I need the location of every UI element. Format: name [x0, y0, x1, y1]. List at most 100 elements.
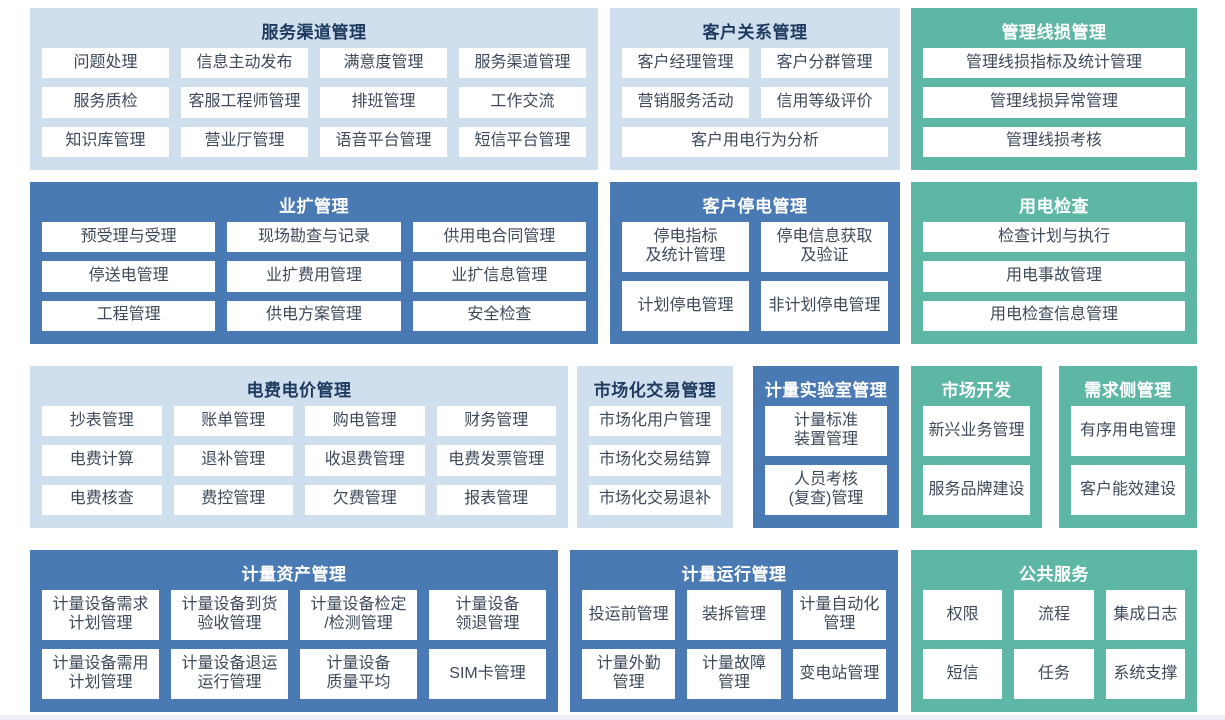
- item-row: 知识库管理营业厅管理语音平台管理短信平台管理: [42, 126, 586, 157]
- panel-customer-relationship-management: 客户关系管理客户经理管理客户分群管理营销服务活动信用等级评价客户用电行为分析: [610, 8, 900, 170]
- module-item: 业扩信息管理: [412, 261, 586, 292]
- item-row: 管理线损考核: [923, 126, 1185, 157]
- module-item: 计量设备 质量平均: [300, 649, 417, 699]
- item-row: 有序用电管理: [1071, 406, 1185, 456]
- module-item: 购电管理: [305, 406, 425, 437]
- module-item: 计量自动化 管理: [792, 590, 886, 640]
- module-item: 短信: [923, 649, 1003, 699]
- module-item: 停电指标 及统计管理: [622, 222, 749, 272]
- item-row: 市场化用户管理: [589, 406, 721, 437]
- module-item: 管理线损考核: [923, 126, 1185, 157]
- panel-business-expansion-management: 业扩管理预受理与受理现场勘查与记录供用电合同管理停送电管理业扩费用管理业扩信息管…: [30, 182, 598, 344]
- item-row: 电费计算退补管理收退费管理电费发票管理: [42, 445, 556, 476]
- panel-customer-outage-management: 客户停电管理停电指标 及统计管理停电信息获取 及验证计划停电管理非计划停电管理: [610, 182, 900, 344]
- module-item: 知识库管理: [42, 126, 169, 157]
- module-item: 计量设备退运 运行管理: [171, 649, 288, 699]
- panel-metering-operation-management: 计量运行管理投运前管理装拆管理计量自动化 管理计量外勤 管理计量故障 管理变电站…: [570, 550, 898, 712]
- module-item: 计量设备到货 验收管理: [171, 590, 288, 640]
- item-row: 客户用电行为分析: [622, 126, 888, 157]
- module-item: 报表管理: [436, 484, 556, 515]
- module-item: 市场化用户管理: [589, 406, 721, 437]
- module-item: 营业厅管理: [181, 126, 308, 157]
- item-row: 短信任务系统支撑: [923, 649, 1185, 699]
- module-item: 用电事故管理: [923, 261, 1185, 292]
- module-item: 计量标准 装置管理: [765, 406, 887, 456]
- module-item: 服务质检: [42, 87, 169, 118]
- item-row: 停送电管理业扩费用管理业扩信息管理: [42, 261, 586, 292]
- module-item: 电费核查: [42, 484, 162, 515]
- panel-title: 管理线损管理: [1001, 22, 1107, 42]
- module-item: 抄表管理: [42, 406, 162, 437]
- item-row: 投运前管理装拆管理计量自动化 管理: [582, 590, 886, 640]
- module-item: 管理线损异常管理: [923, 87, 1185, 118]
- panel-items: 权限流程集成日志短信任务系统支撑: [911, 587, 1197, 712]
- module-item: 退补管理: [173, 445, 293, 476]
- panel-title: 业扩管理: [279, 196, 349, 216]
- panel-items: 计量设备需求 计划管理计量设备到货 验收管理计量设备检定 /检测管理计量设备 领…: [30, 587, 558, 712]
- panel-title: 需求侧管理: [1084, 380, 1172, 400]
- module-item: 流程: [1014, 590, 1094, 640]
- panel-title: 公共服务: [1019, 564, 1089, 584]
- panel-power-usage-inspection: 用电检查检查计划与执行用电事故管理用电检查信息管理: [911, 182, 1197, 344]
- module-item: 计量设备 领退管理: [429, 590, 546, 640]
- item-row: 停电指标 及统计管理停电信息获取 及验证: [622, 222, 888, 272]
- module-item: 收退费管理: [305, 445, 425, 476]
- item-row: 管理线损指标及统计管理: [923, 48, 1185, 79]
- module-item: 客户用电行为分析: [622, 126, 888, 157]
- item-row: 新兴业务管理: [923, 406, 1030, 456]
- panel-title: 客户关系管理: [702, 22, 808, 42]
- item-row: 工程管理供电方案管理安全检查: [42, 300, 586, 331]
- module-item: 有序用电管理: [1071, 406, 1185, 456]
- panel-service-channel-management: 服务渠道管理问题处理信息主动发布满意度管理服务渠道管理服务质检客服工程师管理排班…: [30, 8, 598, 170]
- module-item: 账单管理: [173, 406, 293, 437]
- module-item: 安全检查: [412, 300, 586, 331]
- module-item: 短信平台管理: [459, 126, 586, 157]
- module-item: 供电方案管理: [227, 300, 401, 331]
- item-row: 计量外勤 管理计量故障 管理变电站管理: [582, 649, 886, 699]
- item-row: 管理线损异常管理: [923, 87, 1185, 118]
- item-row: 客户能效建设: [1071, 465, 1185, 515]
- panel-items: 问题处理信息主动发布满意度管理服务渠道管理服务质检客服工程师管理排班管理工作交流…: [30, 45, 598, 170]
- item-row: 用电事故管理: [923, 261, 1185, 292]
- panel-items: 新兴业务管理服务品牌建设: [911, 403, 1042, 528]
- panel-items: 计量标准 装置管理人员考核 (复查)管理: [753, 403, 899, 528]
- panel-demand-side-management: 需求侧管理有序用电管理客户能效建设: [1059, 366, 1197, 528]
- module-item: 任务: [1014, 649, 1094, 699]
- item-row: 服务品牌建设: [923, 465, 1030, 515]
- module-item: 排班管理: [320, 87, 447, 118]
- item-row: 计划停电管理非计划停电管理: [622, 281, 888, 331]
- module-item: 投运前管理: [582, 590, 676, 640]
- panel-title: 电费电价管理: [246, 380, 352, 400]
- module-item: 欠费管理: [305, 484, 425, 515]
- module-item: 费控管理: [173, 484, 293, 515]
- panel-metering-lab-management: 计量实验室管理计量标准 装置管理人员考核 (复查)管理: [753, 366, 899, 528]
- module-item: 用电检查信息管理: [923, 300, 1185, 331]
- module-item: 计量设备需用 计划管理: [42, 649, 159, 699]
- panel-market-trading-management: 市场化交易管理市场化用户管理市场化交易结算市场化交易退补: [577, 366, 733, 528]
- module-item: 计划停电管理: [622, 281, 749, 331]
- module-item: 装拆管理: [687, 590, 781, 640]
- item-row: 检查计划与执行: [923, 222, 1185, 253]
- module-item: 权限: [923, 590, 1003, 640]
- module-item: 营销服务活动: [622, 87, 749, 118]
- panel-title: 用电检查: [1019, 196, 1089, 216]
- item-row: 市场化交易结算: [589, 445, 721, 476]
- module-item: 电费发票管理: [436, 445, 556, 476]
- module-item: 信息主动发布: [181, 48, 308, 79]
- panel-market-development: 市场开发新兴业务管理服务品牌建设: [911, 366, 1042, 528]
- panel-title: 计量资产管理: [241, 564, 347, 584]
- item-row: 电费核查费控管理欠费管理报表管理: [42, 484, 556, 515]
- item-row: 人员考核 (复查)管理: [765, 465, 887, 515]
- module-item: 检查计划与执行: [923, 222, 1185, 253]
- item-row: 营销服务活动信用等级评价: [622, 87, 888, 118]
- module-item: 服务渠道管理: [459, 48, 586, 79]
- item-row: 问题处理信息主动发布满意度管理服务渠道管理: [42, 48, 586, 79]
- panel-title: 计量运行管理: [681, 564, 787, 584]
- module-item: 供用电合同管理: [412, 222, 586, 253]
- module-item: 变电站管理: [792, 649, 886, 699]
- module-item: 问题处理: [42, 48, 169, 79]
- panel-metering-asset-management: 计量资产管理计量设备需求 计划管理计量设备到货 验收管理计量设备检定 /检测管理…: [30, 550, 558, 712]
- item-row: 客户经理管理客户分群管理: [622, 48, 888, 79]
